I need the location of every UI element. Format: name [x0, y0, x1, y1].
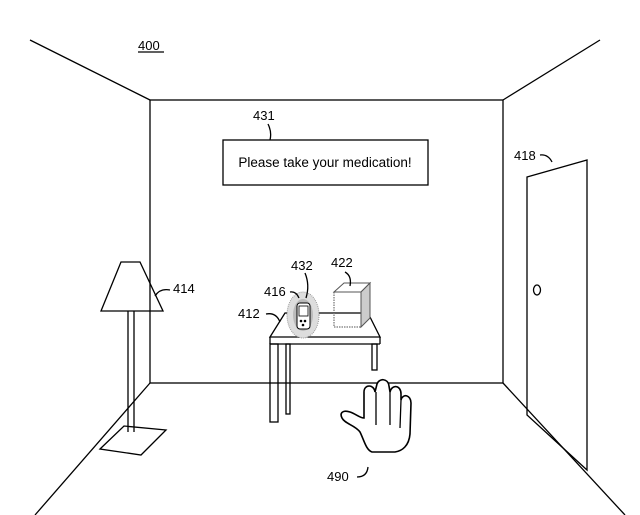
hand-label: 490: [327, 469, 349, 484]
sign-text: Please take your medication!: [238, 155, 411, 170]
room-walls: [29, 39, 626, 515]
figure-label: 400: [138, 38, 160, 53]
door-knob: [532, 284, 542, 296]
hand: 490: [327, 378, 412, 484]
lamp-label: 414: [173, 281, 195, 296]
phone-alert-label: 432: [291, 258, 313, 273]
door: 418: [514, 148, 588, 472]
lamp: 414: [98, 261, 195, 456]
box-label: 422: [331, 255, 353, 270]
phone: 432 416: [264, 258, 320, 339]
door-label: 418: [514, 148, 536, 163]
table: 412: [238, 306, 382, 423]
box: 422: [331, 255, 372, 329]
table-label: 412: [238, 306, 260, 321]
reminder-sign: Please take your medication! 431: [222, 108, 429, 186]
sign-ref-label: 431: [253, 108, 275, 123]
phone-label: 416: [264, 284, 286, 299]
